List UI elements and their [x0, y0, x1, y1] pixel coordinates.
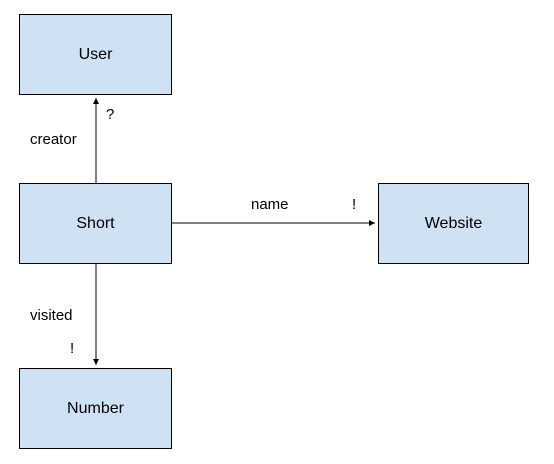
node-user-label: User: [78, 45, 113, 63]
node-number-label: Number: [67, 399, 124, 417]
node-website-label: Website: [424, 214, 483, 232]
node-number: Number: [19, 368, 172, 449]
node-short: Short: [19, 183, 172, 264]
node-website: Website: [378, 183, 529, 264]
edge-creator-cardinality: ?: [106, 106, 115, 123]
node-short-label: Short: [76, 214, 115, 232]
edge-name-cardinality: !: [352, 196, 357, 213]
edge-creator-label: creator: [30, 131, 77, 148]
edge-name-label: name: [251, 196, 289, 213]
edge-visited-label: visited: [30, 307, 73, 324]
node-user: User: [19, 14, 172, 95]
edge-visited-cardinality: !: [70, 340, 75, 357]
